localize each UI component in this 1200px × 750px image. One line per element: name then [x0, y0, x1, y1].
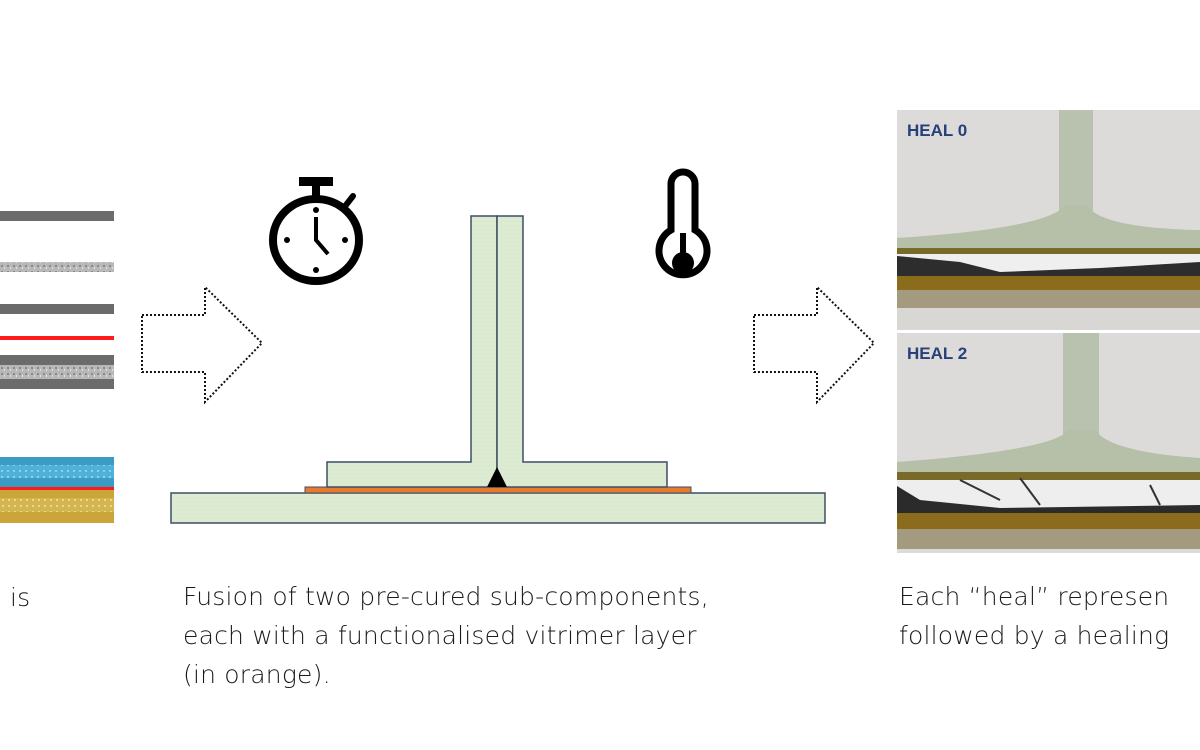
- vitrimer-line-red-2: [0, 487, 114, 490]
- ply-dark-3: [0, 304, 114, 314]
- stopwatch-icon: [269, 177, 363, 285]
- heal-0-label: HEAL 0: [907, 121, 968, 140]
- photo-heal-0: [897, 110, 1200, 330]
- center-caption-line-2: each with a functionalised vitrimer laye…: [183, 621, 697, 650]
- stringer-right-half: [496, 215, 668, 488]
- right-caption: Each “heal” represen followed by a heali…: [899, 577, 1169, 655]
- noodle-filler: [487, 467, 507, 487]
- photo-heal-2: [897, 333, 1200, 553]
- ply-blue-core: [0, 465, 114, 478]
- vitrimer-line-red: [0, 336, 114, 340]
- t-joint-schematic: [170, 215, 826, 524]
- heal-2-label: HEAL 2: [907, 344, 968, 363]
- ply-dark-1: [0, 211, 114, 221]
- center-caption-line-3: (in orange).: [183, 660, 331, 689]
- ply-stack: [0, 211, 114, 523]
- center-caption-line-1: Fusion of two pre-cured sub-components,: [183, 582, 709, 611]
- right-caption-line-1: Each “heal” represen: [899, 582, 1170, 611]
- vitrimer-layer: [304, 486, 692, 494]
- thermometer-icon: [655, 168, 711, 279]
- dotted-arrow-right-2: [753, 284, 876, 405]
- right-caption-line-2: followed by a healing: [899, 621, 1170, 650]
- dotted-arrow-right-1: [141, 284, 264, 405]
- left-caption-fragment: is: [10, 583, 31, 612]
- skin-laminate: [170, 492, 826, 524]
- ply-gold-core: [0, 498, 114, 512]
- center-caption: Fusion of two pre-cured sub-components, …: [183, 577, 709, 694]
- ply-stack-combined-core: [0, 365, 114, 379]
- ply-speckled-2: [0, 262, 114, 272]
